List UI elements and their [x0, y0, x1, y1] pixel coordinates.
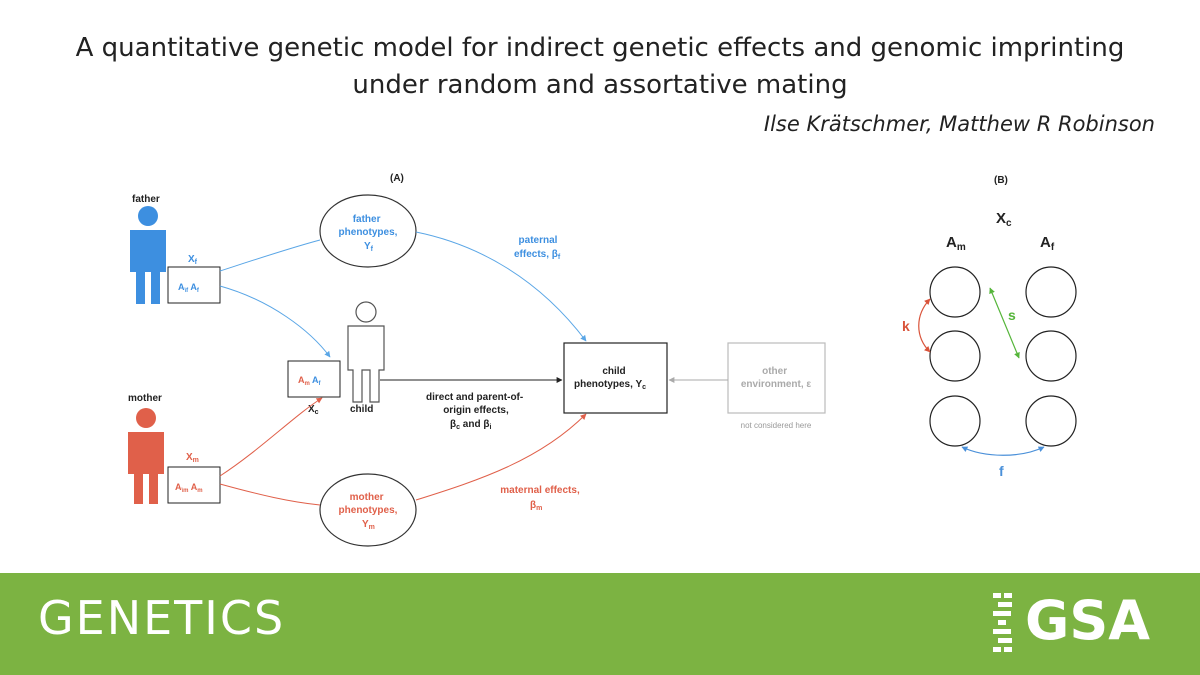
panel-b-am: Am: [946, 234, 966, 253]
paternal-effects-beta: effects, βf: [514, 249, 561, 261]
direct-effects-betas: βc and βi: [450, 419, 491, 431]
maternal-effects-label: maternal effects,: [500, 485, 580, 496]
mother-phenotypes-y: Ym: [362, 519, 375, 531]
authors: Ilse Krätschmer, Matthew R Robinson: [763, 112, 1155, 136]
child-alleles: Am Af: [298, 375, 322, 387]
title-line-1: A quantitative genetic model for indirec…: [75, 33, 1125, 63]
journal-name: GENETICS: [38, 591, 286, 645]
child-phenotypes-node: [563, 342, 668, 414]
mother-to-child-arrow: [219, 397, 323, 477]
mother-phenotypes-text: mother phenotypes,: [339, 492, 398, 516]
allele-circle-f2: [1025, 330, 1077, 382]
mother-phenotypes-node: [319, 473, 417, 547]
maternal-effects-beta: βm: [530, 500, 542, 512]
mother-figure-icon: [128, 408, 164, 504]
father-phenotypes-node: [319, 194, 417, 268]
mother-genotype-box: [167, 466, 221, 504]
child-figure-icon: [347, 301, 385, 403]
mother-to-phenotype-line: [219, 483, 321, 506]
footer-banner: GENETICS GSA: [0, 573, 1200, 675]
panel-b-af: Af: [1040, 234, 1055, 253]
not-considered-note: not considered here: [741, 421, 812, 430]
father-x-label: Xf: [188, 254, 198, 266]
allele-circle-m3: [929, 395, 981, 447]
s-arrow: [989, 287, 1020, 359]
child-x-label: Xc: [308, 404, 319, 416]
child-phenotypes-text: child: [602, 366, 625, 377]
panel-b-label: (B): [994, 175, 1008, 186]
s-label: s: [1008, 307, 1016, 323]
allele-circle-m1: [929, 266, 981, 318]
other-environment-text: other environment, ε: [741, 366, 812, 390]
mother-alleles: A\m Am: [175, 482, 203, 494]
allele-circle-f1: [1025, 266, 1077, 318]
gsa-logo: GSA: [1025, 589, 1151, 652]
k-arrow: [918, 298, 931, 353]
mother-label: mother: [128, 393, 162, 404]
f-arrow: [961, 446, 1045, 456]
direct-effects-label: direct and parent-of- origin effects,: [426, 392, 526, 416]
f-label: f: [999, 463, 1004, 479]
panel-b-xc: Xc: [996, 210, 1012, 229]
father-to-phenotype-line: [219, 239, 321, 272]
diagram: (A) father Xf A\f Af mother Xm A\m Am Am…: [128, 173, 1077, 547]
child-label: child: [350, 404, 373, 415]
other-environment-node: [727, 342, 826, 414]
allele-circle-m2: [929, 330, 981, 382]
panel-a-label: (A): [390, 173, 404, 184]
father-alleles: A\f Af: [178, 282, 200, 294]
father-genotype-box: [167, 266, 221, 304]
father-label: father: [132, 194, 160, 205]
title-line-2: under random and assortative mating: [352, 70, 848, 100]
child-genotype-box: [287, 360, 341, 398]
dna-logo-icon: [993, 593, 1012, 652]
paternal-effects-label: paternal: [519, 235, 558, 246]
father-to-child-arrow: [219, 285, 331, 358]
father-figure-icon: [130, 206, 166, 304]
paternal-effects-arrow: [415, 231, 587, 342]
mother-x-label: Xm: [186, 452, 199, 464]
k-label: k: [902, 318, 910, 334]
father-phenotypes-y: Yf: [364, 241, 374, 253]
maternal-effects-arrow: [415, 413, 587, 501]
child-phenotypes-y: phenotypes, Yc: [574, 379, 646, 391]
father-phenotypes-text: father phenotypes,: [339, 214, 398, 238]
allele-circle-f3: [1025, 395, 1077, 447]
